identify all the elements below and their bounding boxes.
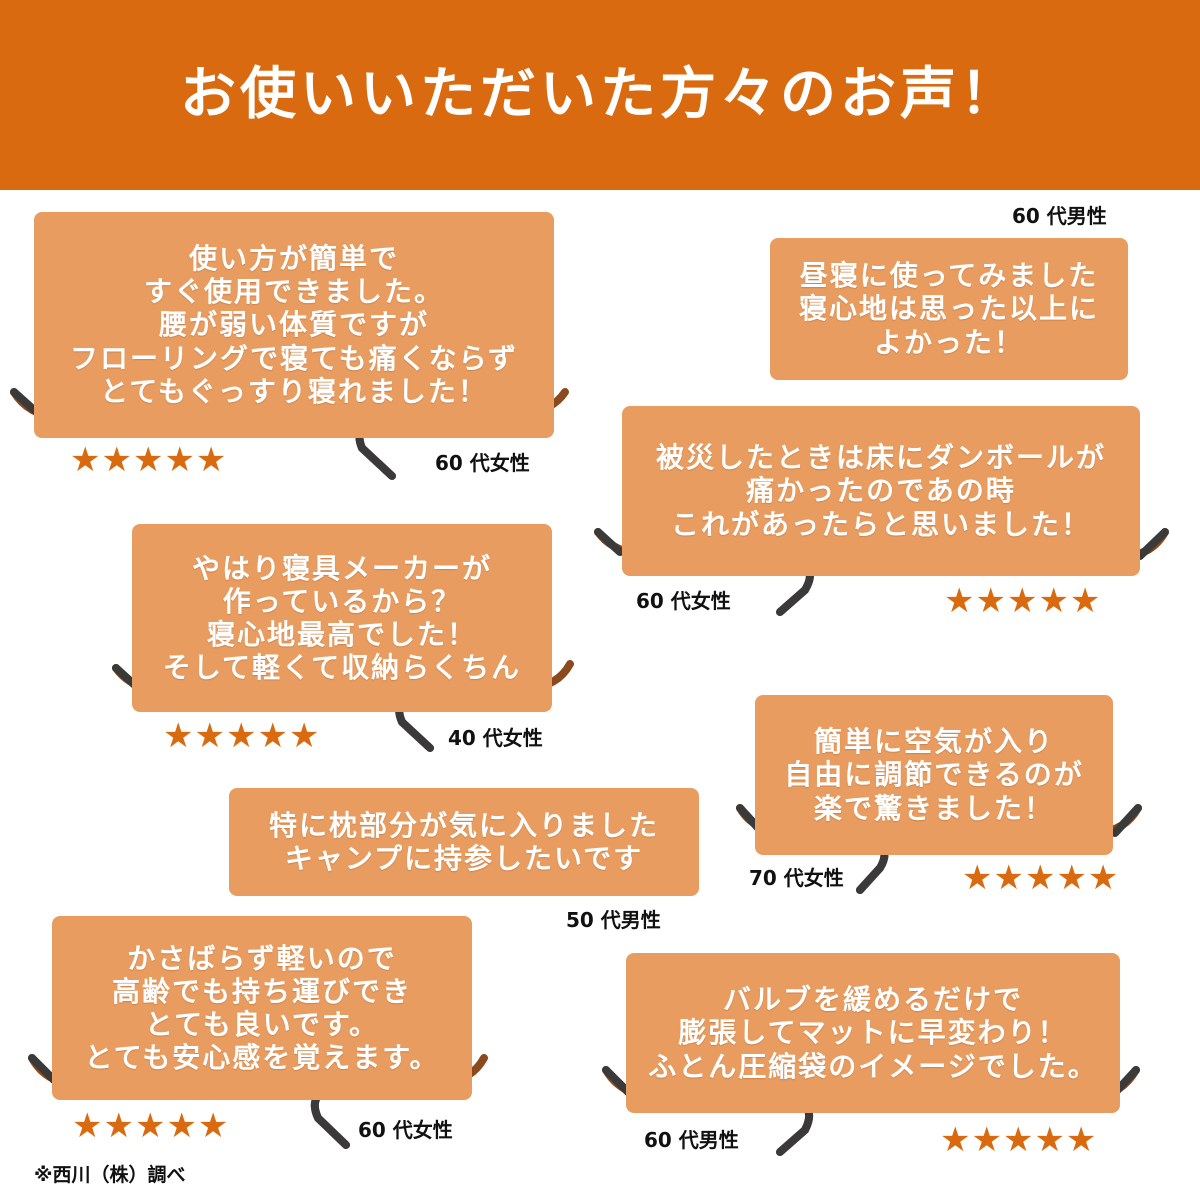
review-text-6: 特に枕部分が気に入りました キャンプに持参したいです [268, 808, 659, 875]
review-text-1: 使い方が簡単で すぐ使用できました。 腰が弱い体質ですが フローリングで寝ても痛… [69, 242, 519, 408]
review-text-2: 昼寝に使ってみました 寝心地は思った以上に よかった！ [798, 259, 1099, 359]
reviewer-1: 60 代女性 [435, 451, 530, 475]
review-text-7: かさばらず軽いので 高齢でも持ち運びでき とても良いです。 とても安心感を覚えま… [84, 941, 440, 1075]
star-rating-7: ★★★★★ [72, 1106, 230, 1146]
reviewer-6: 50 代男性 [566, 908, 661, 932]
review-card-6: 特に枕部分が気に入りました キャンプに持参したいです [229, 788, 699, 896]
star-rating-8: ★★★★★ [940, 1120, 1098, 1160]
reviewer-7: 60 代女性 [358, 1118, 453, 1142]
star-rating-1: ★★★★★ [70, 440, 228, 480]
review-text-4: やはり寝具メーカーが 作っているから？ 寝心地最高でした！ そして軽くて収納らく… [162, 551, 522, 685]
header-banner: お使いいただいた方々のお声！ [0, 0, 1200, 190]
review-card-2: 昼寝に使ってみました 寝心地は思った以上に よかった！ [770, 238, 1128, 380]
star-rating-3: ★★★★★ [944, 581, 1102, 621]
review-text-5: 簡単に空気が入り 自由に調節できるのが 楽で驚きました！ [784, 725, 1084, 825]
review-card-8: バルブを緩めるだけで 膨張してマットに早変わり！ ふとん圧縮袋のイメージでした。 [626, 953, 1120, 1113]
review-card-7: かさばらず軽いので 高齢でも持ち運びでき とても良いです。 とても安心感を覚えま… [52, 916, 472, 1100]
star-rating-5: ★★★★★ [962, 858, 1120, 898]
reviewer-4: 40 代女性 [448, 726, 543, 750]
review-text-8: バルブを緩めるだけで 膨張してマットに早変わり！ ふとん圧縮袋のイメージでした。 [648, 983, 1098, 1083]
review-card-3: 被災したときは床にダンボールが 痛かったのであの時 これがあったらと思いました！ [622, 406, 1140, 576]
reviewer-8: 60 代男性 [644, 1128, 739, 1152]
star-rating-4: ★★★★★ [163, 716, 321, 756]
review-card-1: 使い方が簡単で すぐ使用できました。 腰が弱い体質ですが フローリングで寝ても痛… [34, 212, 554, 438]
survey-footnote: ※西川（株）調べ [34, 1164, 186, 1186]
review-card-5: 簡単に空気が入り 自由に調節できるのが 楽で驚きました！ [755, 695, 1113, 855]
reviewer-3: 60 代女性 [636, 589, 731, 613]
review-text-3: 被災したときは床にダンボールが 痛かったのであの時 これがあったらと思いました！ [655, 441, 1106, 541]
reviewer-2: 60 代男性 [1012, 204, 1107, 228]
review-card-4: やはり寝具メーカーが 作っているから？ 寝心地最高でした！ そして軽くて収納らく… [132, 524, 552, 712]
reviewer-5: 70 代女性 [749, 866, 844, 890]
page-title: お使いいただいた方々のお声！ [180, 62, 1020, 127]
